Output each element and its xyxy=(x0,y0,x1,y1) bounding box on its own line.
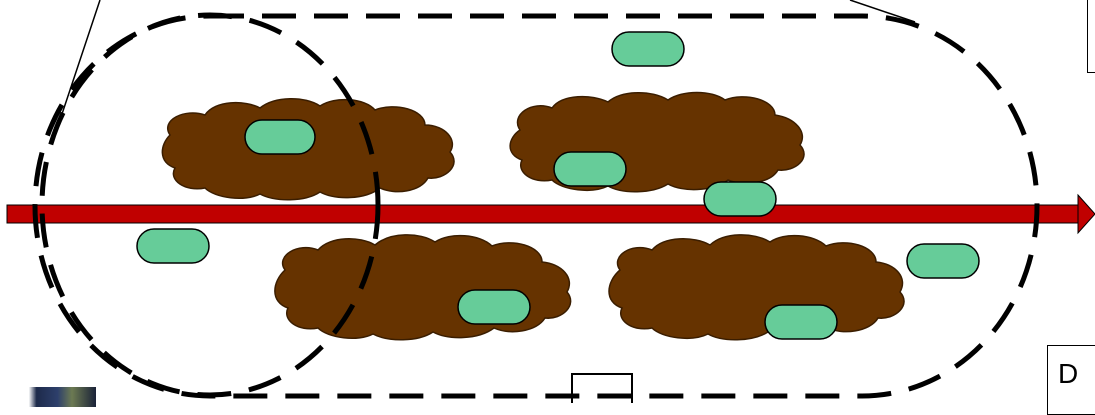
guide-line-right xyxy=(849,0,916,23)
label-box-top-right xyxy=(1087,0,1095,73)
capsule xyxy=(906,243,980,279)
small-box-bottom xyxy=(571,373,633,403)
capsule xyxy=(457,289,531,325)
guide-line-left xyxy=(59,0,101,121)
capsule xyxy=(553,151,627,187)
photo-thumbnail xyxy=(0,387,96,407)
capsules xyxy=(136,31,980,340)
cloud-bottom-right xyxy=(608,234,905,341)
capsule xyxy=(136,228,210,264)
capsule xyxy=(611,31,685,67)
capsule xyxy=(244,119,316,155)
dashed-stadium-boundary xyxy=(32,13,1040,399)
arrow-right-icon xyxy=(1077,193,1095,235)
cloud-bottom-left xyxy=(274,234,572,341)
cloud-top-right xyxy=(509,91,805,193)
axis-arrow xyxy=(6,193,1095,235)
capsule xyxy=(764,304,838,340)
capsule xyxy=(703,181,777,217)
label-box-bottom-right: D xyxy=(1047,345,1095,415)
diagram-canvas xyxy=(6,0,1095,403)
dashed-circle-left xyxy=(39,12,381,398)
